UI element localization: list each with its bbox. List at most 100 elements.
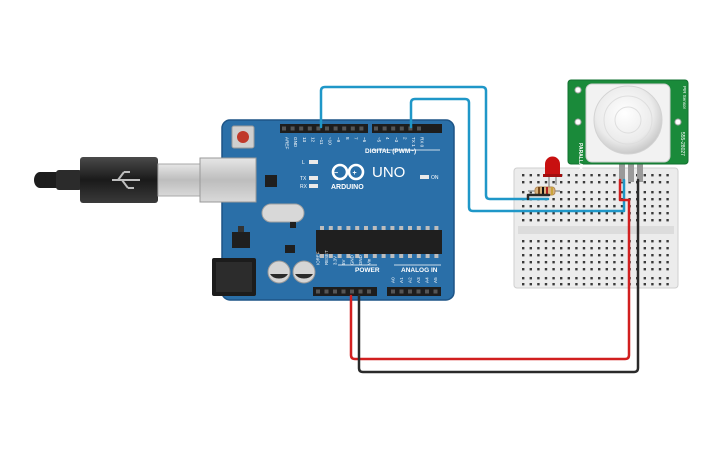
digital-pin-hole[interactable] — [316, 126, 321, 131]
breadboard-hole[interactable] — [666, 212, 669, 215]
breadboard-hole[interactable] — [560, 268, 563, 271]
breadboard-hole[interactable] — [552, 247, 555, 250]
breadboard-hole[interactable] — [666, 283, 669, 286]
breadboard-hole[interactable] — [643, 212, 646, 215]
breadboard-hole[interactable] — [613, 261, 616, 264]
digital-pin-hole[interactable] — [333, 126, 338, 131]
breadboard-hole[interactable] — [666, 247, 669, 250]
breadboard-hole[interactable] — [544, 268, 548, 271]
breadboard-hole[interactable] — [613, 205, 616, 208]
breadboard-hole[interactable] — [666, 254, 669, 257]
breadboard-hole[interactable] — [605, 198, 608, 201]
breadboard-hole[interactable] — [560, 181, 563, 184]
breadboard-hole[interactable] — [620, 191, 624, 194]
breadboard-hole[interactable] — [575, 254, 578, 257]
breadboard-hole[interactable] — [544, 240, 548, 243]
breadboard-hole[interactable] — [620, 219, 624, 222]
breadboard-hole[interactable] — [598, 198, 601, 201]
breadboard-hole[interactable] — [651, 283, 654, 286]
breadboard-hole[interactable] — [658, 261, 662, 264]
breadboard-hole[interactable] — [529, 191, 532, 194]
breadboard-hole[interactable] — [582, 198, 586, 201]
breadboard-hole[interactable] — [658, 191, 662, 194]
breadboard-hole[interactable] — [575, 261, 578, 264]
breadboard-hole[interactable] — [537, 240, 540, 243]
breadboard-hole[interactable] — [560, 240, 563, 243]
breadboard-hole[interactable] — [613, 191, 616, 194]
breadboard-hole[interactable] — [651, 247, 654, 250]
breadboard-hole[interactable] — [620, 212, 624, 215]
breadboard-hole[interactable] — [567, 219, 570, 222]
breadboard-hole[interactable] — [560, 283, 563, 286]
breadboard-hole[interactable] — [582, 268, 586, 271]
digital-header-left[interactable] — [280, 124, 368, 133]
breadboard-hole[interactable] — [620, 283, 624, 286]
breadboard-hole[interactable] — [567, 174, 570, 177]
breadboard-hole[interactable] — [613, 247, 616, 250]
breadboard-hole[interactable] — [598, 277, 601, 280]
digital-pin-hole[interactable] — [290, 126, 295, 131]
breadboard-hole[interactable] — [522, 261, 525, 264]
breadboard-hole[interactable] — [590, 254, 593, 257]
breadboard-hole[interactable] — [537, 261, 540, 264]
breadboard-hole[interactable] — [658, 212, 662, 215]
breadboard-hole[interactable] — [651, 261, 654, 264]
breadboard-hole[interactable] — [522, 181, 525, 184]
breadboard-hole[interactable] — [613, 283, 616, 286]
breadboard-hole[interactable] — [560, 247, 563, 250]
breadboard-hole[interactable] — [605, 254, 608, 257]
power-pin-hole[interactable] — [341, 289, 346, 294]
breadboard-hole[interactable] — [529, 181, 532, 184]
breadboard-hole[interactable] — [575, 219, 578, 222]
digital-pin-hole[interactable] — [399, 126, 404, 131]
breadboard-hole[interactable] — [643, 283, 646, 286]
breadboard-hole[interactable] — [651, 219, 654, 222]
breadboard-hole[interactable] — [598, 261, 601, 264]
breadboard-hole[interactable] — [658, 268, 662, 271]
breadboard-hole[interactable] — [666, 198, 669, 201]
breadboard-hole[interactable] — [598, 191, 601, 194]
breadboard-hole[interactable] — [537, 254, 540, 257]
breadboard-hole[interactable] — [666, 174, 669, 177]
breadboard-hole[interactable] — [529, 205, 532, 208]
breadboard-hole[interactable] — [567, 247, 570, 250]
breadboard-hole[interactable] — [567, 268, 570, 271]
breadboard-hole[interactable] — [537, 205, 540, 208]
breadboard-hole[interactable] — [643, 247, 646, 250]
power-pin-hole[interactable] — [333, 289, 337, 294]
breadboard-hole[interactable] — [567, 283, 570, 286]
breadboard-hole[interactable] — [575, 268, 578, 271]
breadboard-hole[interactable] — [651, 198, 654, 201]
breadboard-hole[interactable] — [620, 261, 624, 264]
breadboard-hole[interactable] — [658, 174, 662, 177]
breadboard-hole[interactable] — [544, 219, 548, 222]
digital-pin-hole[interactable] — [325, 126, 329, 131]
breadboard-hole[interactable] — [613, 277, 616, 280]
breadboard-hole[interactable] — [598, 254, 601, 257]
breadboard-hole[interactable] — [560, 198, 563, 201]
breadboard-hole[interactable] — [590, 261, 593, 264]
breadboard-hole[interactable] — [605, 247, 608, 250]
breadboard-hole[interactable] — [643, 261, 646, 264]
breadboard-hole[interactable] — [643, 174, 646, 177]
breadboard-hole[interactable] — [598, 205, 601, 208]
breadboard-hole[interactable] — [605, 283, 608, 286]
breadboard-hole[interactable] — [582, 212, 586, 215]
breadboard-hole[interactable] — [590, 283, 593, 286]
breadboard-hole[interactable] — [613, 174, 616, 177]
power-pin-hole[interactable] — [367, 289, 371, 294]
breadboard-hole[interactable] — [605, 261, 608, 264]
analog-pin-hole[interactable] — [425, 289, 429, 294]
breadboard-hole[interactable] — [590, 212, 593, 215]
breadboard-hole[interactable] — [567, 261, 570, 264]
breadboard-hole[interactable] — [544, 247, 548, 250]
breadboard-hole[interactable] — [613, 240, 616, 243]
breadboard-hole[interactable] — [643, 205, 646, 208]
breadboard-hole[interactable] — [582, 247, 586, 250]
breadboard-hole[interactable] — [651, 277, 654, 280]
breadboard-hole[interactable] — [544, 205, 548, 208]
digital-pin-hole[interactable] — [359, 126, 364, 131]
analog-pin-hole[interactable] — [433, 289, 438, 294]
breadboard-hole[interactable] — [575, 212, 578, 215]
breadboard-hole[interactable] — [552, 261, 555, 264]
